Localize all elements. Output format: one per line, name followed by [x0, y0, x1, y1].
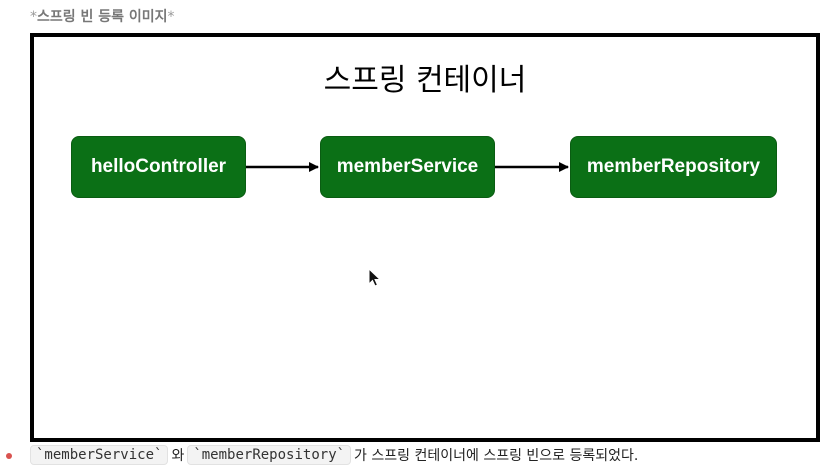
inline-code-member-service: `memberService`: [30, 445, 169, 465]
bullet-text: `memberService` 와 `memberRepository` 가 스…: [30, 445, 641, 465]
caption-star-open: *: [30, 9, 37, 25]
bullet-connector-text: 와: [171, 448, 185, 464]
mouse-cursor-icon: [368, 268, 382, 287]
node-member-repository: memberRepository: [570, 136, 777, 198]
caption-star-close: *: [167, 9, 175, 25]
spring-container-diagram: 스프링 컨테이너 helloController memberService m…: [30, 33, 820, 442]
bullet-dot-icon: [6, 453, 12, 459]
bullet-sentence-text: 가 스프링 컨테이너에 스프링 빈으로 등록되었다.: [354, 448, 639, 464]
container-title: 스프링 컨테이너: [323, 63, 527, 98]
node-member-service: memberService: [320, 136, 495, 198]
bullet-list-item: `memberService` 와 `memberRepository` 가 스…: [0, 442, 836, 470]
node-hello-controller: helloController: [71, 136, 246, 198]
inline-code-member-repository: `memberRepository`: [187, 445, 352, 465]
caption-text: 스프링 빈 등록 이미지: [37, 9, 168, 25]
image-caption: *스프링 빈 등록 이미지*: [30, 6, 175, 26]
